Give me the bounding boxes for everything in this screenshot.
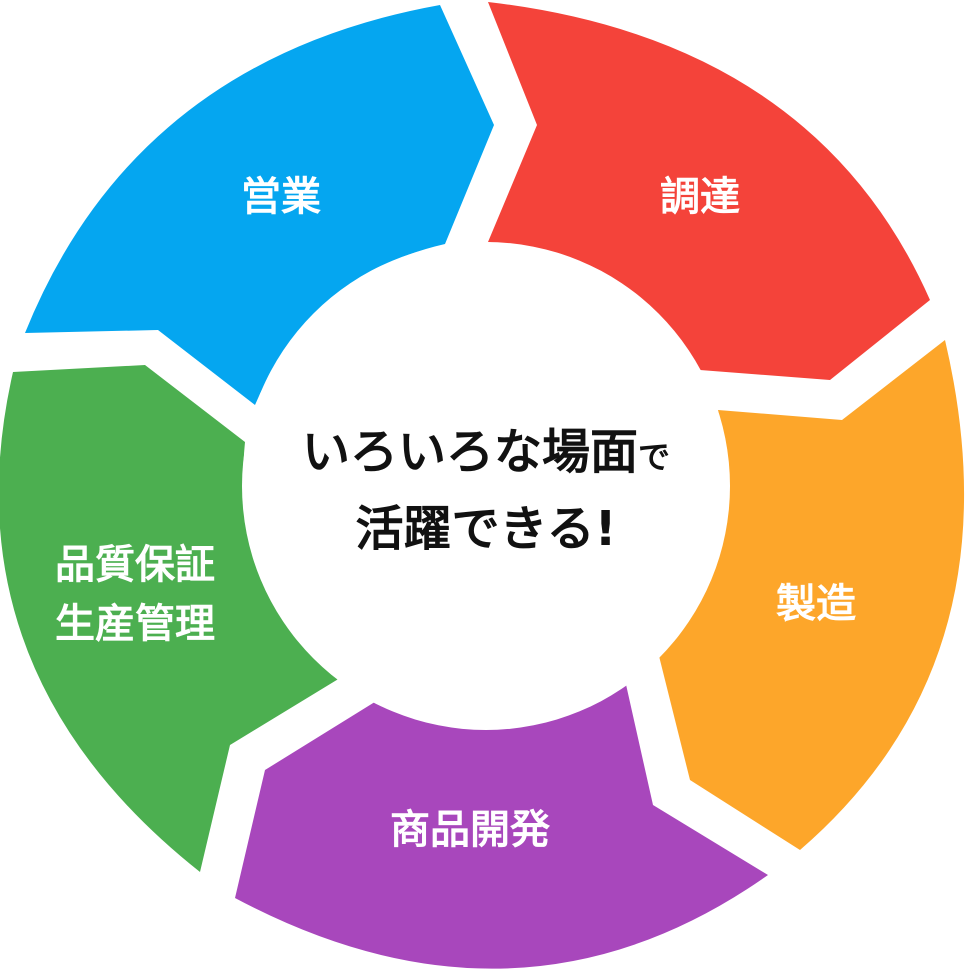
segment-label-sales: 営業 — [241, 174, 321, 220]
center-line-1-main: いろいろな場面 — [302, 424, 638, 480]
segment-product-dev — [235, 680, 768, 969]
segment-manufacturing — [658, 340, 965, 850]
center-line-2: 活躍できる! — [356, 501, 617, 557]
segment-procurement — [488, 2, 930, 380]
segment-label-procurement: 調達 — [660, 174, 740, 220]
center-line-1-small: で — [638, 438, 670, 476]
center-line-1: いろいろな場面で — [302, 424, 670, 480]
center-circle — [242, 242, 730, 730]
segment-label-product-dev: 商品開発 — [390, 807, 551, 853]
segment-label-qa-line-2: 生産管理 — [55, 601, 215, 647]
segment-label-manufacturing: 製造 — [776, 581, 856, 627]
segment-label-qa-line-1: 品質保証 — [55, 542, 215, 588]
segment-qa-production — [0, 365, 340, 872]
segment-sales — [25, 5, 494, 405]
